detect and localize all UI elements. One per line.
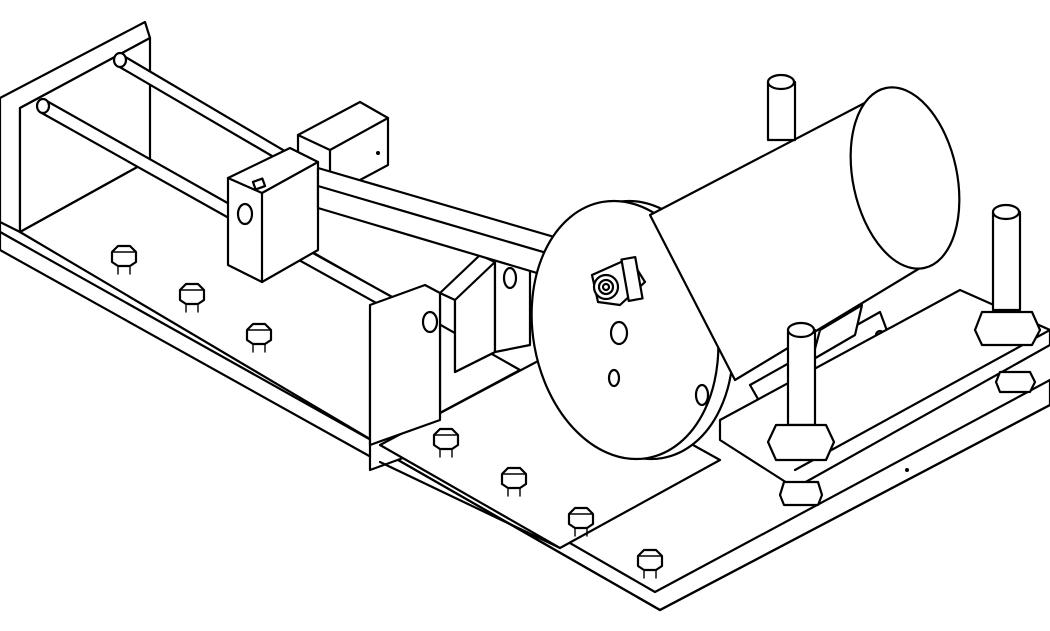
post-right	[991, 210, 1022, 312]
nut-front	[766, 423, 836, 462]
nut	[178, 282, 206, 313]
motor-end-cap	[849, 86, 961, 270]
nut	[110, 244, 138, 275]
nut	[500, 466, 528, 497]
slider-hole	[236, 202, 254, 226]
disc-hole	[607, 368, 621, 388]
u-bracket	[368, 233, 532, 447]
slider-block	[226, 146, 320, 284]
guide-rods	[35, 51, 302, 224]
standoff-posts	[766, 73, 1042, 507]
bracket-hole	[421, 310, 439, 334]
nut	[636, 548, 664, 579]
nut	[567, 506, 595, 537]
disc-hub	[609, 320, 629, 346]
nut	[245, 322, 273, 353]
nut-right	[973, 310, 1042, 347]
post-front	[786, 328, 817, 427]
base-nuts	[110, 244, 664, 579]
crank-pin	[590, 256, 647, 307]
plate-mark	[905, 468, 909, 472]
chamber-floor	[378, 358, 722, 550]
post-rear	[766, 80, 797, 142]
nut	[432, 427, 460, 458]
